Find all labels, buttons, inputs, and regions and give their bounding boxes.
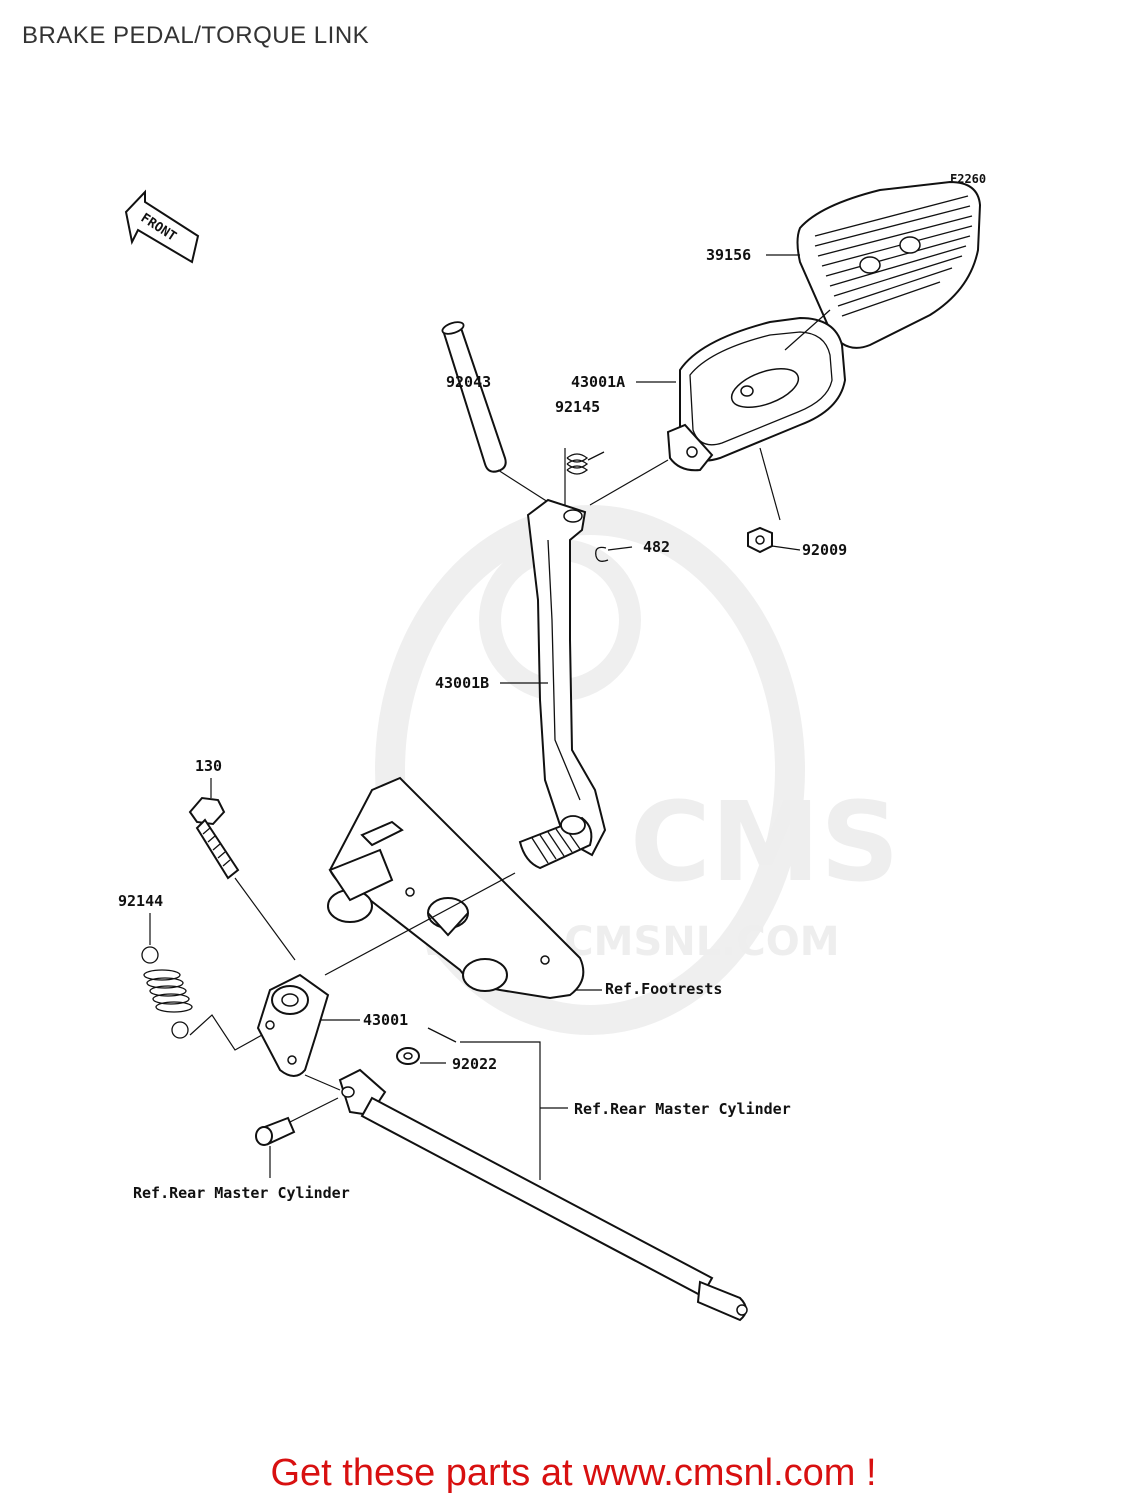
promo-banner[interactable]: Get these parts at www.cmsnl.com ! bbox=[270, 1452, 877, 1494]
callout-92145: 92145 bbox=[555, 398, 600, 416]
ref-rear-master-cylinder-right: Ref.Rear Master Cylinder bbox=[574, 1100, 791, 1118]
callout-482: 482 bbox=[643, 538, 670, 556]
callout-92009: 92009 bbox=[802, 541, 847, 559]
pedal-arm bbox=[500, 498, 607, 857]
spring-large bbox=[141, 913, 263, 1051]
clip bbox=[595, 546, 633, 562]
ref-footrests: Ref.Footrests bbox=[605, 980, 722, 998]
spring-small bbox=[564, 448, 669, 506]
pedal-pad bbox=[796, 180, 982, 349]
bolt bbox=[188, 778, 296, 961]
torque-arm bbox=[256, 872, 516, 1077]
callout-92144: 92144 bbox=[118, 892, 163, 910]
ref-rear-master-cylinder-bottom: Ref.Rear Master Cylinder bbox=[133, 1184, 350, 1202]
callout-43001a: 43001A bbox=[571, 373, 625, 391]
callout-43001b: 43001B bbox=[435, 674, 489, 692]
watermark-logo: CMS bbox=[630, 778, 899, 906]
callout-43001: 43001 bbox=[363, 1011, 408, 1029]
front-arrow-icon: FRONT bbox=[124, 189, 200, 264]
pedal-shaft bbox=[518, 815, 593, 870]
footrest-bracket bbox=[327, 776, 602, 1000]
nut bbox=[747, 526, 801, 554]
pedal-base bbox=[666, 309, 847, 521]
pin bbox=[441, 321, 549, 503]
callout-39156: 39156 bbox=[706, 246, 751, 264]
torque-rod bbox=[304, 1068, 748, 1322]
callout-92022: 92022 bbox=[452, 1055, 497, 1073]
callout-92043: 92043 bbox=[446, 373, 491, 391]
page-title: BRAKE PEDAL/TORQUE LINK bbox=[22, 22, 370, 49]
washer bbox=[396, 1027, 568, 1180]
clevis-pin bbox=[255, 1097, 339, 1178]
callout-130: 130 bbox=[195, 757, 222, 775]
